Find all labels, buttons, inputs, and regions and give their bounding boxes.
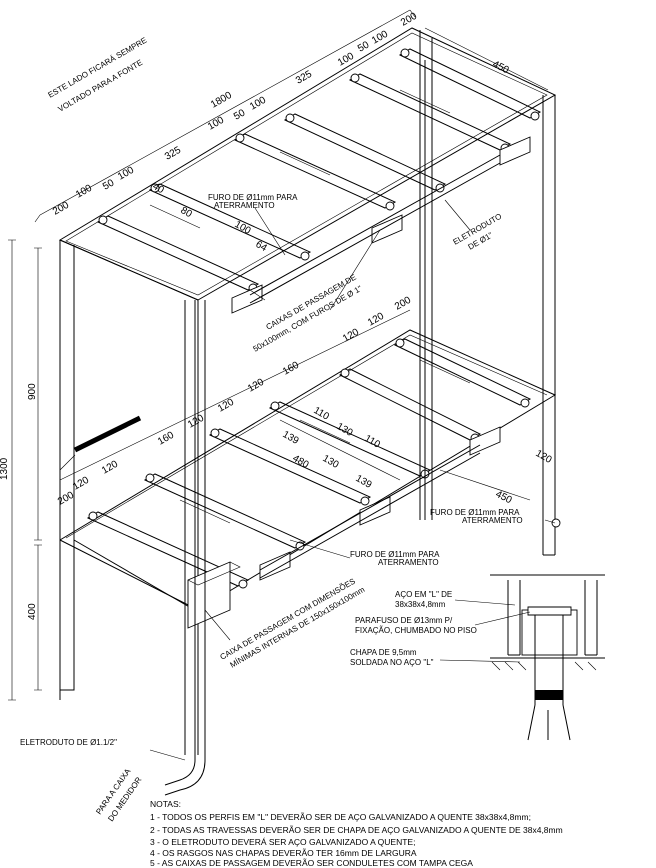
main-box-label-1: CAIXA DE PASSAGEM COM DIMENSÕES (219, 577, 357, 662)
dim-100: 100 (233, 219, 253, 237)
notes-title: NOTAS: (150, 799, 181, 809)
hole-low-label-1: FURO DE Ø11mm PARA (350, 550, 440, 559)
dim-110: 110 (312, 405, 332, 423)
dim-120: 120 (246, 377, 266, 395)
dim-100: 100 (116, 165, 136, 183)
dim-200: 200 (56, 490, 76, 508)
dim-80: 80 (179, 205, 195, 220)
dim-450: 450 (491, 59, 511, 77)
detail-plate-label-1: CHAPA DE 9,5mm (350, 648, 417, 657)
dim-1300: 1300 (0, 457, 10, 480)
dim-160: 160 (281, 360, 301, 378)
dim-100: 100 (370, 29, 390, 47)
dim-120: 120 (216, 397, 236, 415)
note-1: 1 - TODOS OS PERFIS EM "L" DEVERÃO SER D… (150, 812, 531, 822)
dim-100: 100 (248, 95, 268, 113)
dim-200: 200 (393, 295, 413, 313)
detail-angle-label-2: 38x38x4,8mm (395, 600, 446, 609)
conduits (164, 60, 561, 796)
dim-120: 120 (100, 459, 120, 477)
dimension-lines (8, 9, 549, 701)
annotation-labels: ESTE LADO FICARÁ SEMPRE VOLTADO PARA A F… (20, 36, 523, 823)
hole-right-label-2: ATERRAMENTO (462, 516, 523, 525)
note-3: 3 - O ELETRODUTO DEVERÁ SER AÇO GALVANIZ… (150, 837, 415, 847)
dim-40: 40 (151, 181, 167, 196)
conduit-main-label: ELETRODUTO DE Ø1.1/2" (20, 738, 117, 747)
leader-lines (149, 199, 556, 761)
dim-120: 120 (534, 448, 554, 466)
detail-plate-label-2: SOLDADA NO AÇO "L" (350, 658, 434, 667)
dim-50: 50 (356, 39, 372, 54)
note-2: 2 - TODAS AS TRAVESSAS DEVERÃO SER DE CH… (150, 825, 563, 835)
dim-900: 900 (27, 383, 38, 400)
main-box-label-2: MÍNIMAS INTERNAS DE 150x150x100mm (229, 585, 367, 670)
dim-200: 200 (399, 11, 419, 29)
dim-450: 450 (494, 489, 514, 507)
dim-139: 139 (354, 473, 374, 491)
dim-50: 50 (101, 177, 117, 192)
detail-angle-label-1: AÇO EM "L" DE (395, 590, 452, 599)
dim-100: 100 (336, 51, 356, 69)
anchor-detail (490, 574, 605, 741)
dim-50: 50 (232, 107, 248, 122)
dim-1800: 1800 (209, 90, 234, 111)
notes-block: NOTAS: 1 - TODOS OS PERFIS EM "L" DEVERÃ… (150, 799, 563, 868)
dim-110: 110 (363, 433, 383, 451)
frame-structure (58, 27, 557, 755)
dim-100: 100 (74, 183, 94, 201)
dim-130: 130 (335, 421, 355, 439)
hole-right-label-1: FURO DE Ø11mm PARA (430, 508, 520, 517)
dim-120: 120 (186, 413, 206, 431)
dim-120: 120 (366, 311, 386, 329)
hole-top-label-2: ATERRAMENTO (214, 201, 275, 210)
dim-130: 130 (321, 453, 341, 471)
note-5: 5 - AS CAIXAS DE PASSAGEM DEVERÃO SER CO… (150, 858, 473, 868)
dim-100: 100 (206, 115, 226, 133)
dim-64: 64 (254, 239, 270, 254)
dim-325: 325 (163, 145, 183, 163)
cable-bundle (59, 415, 142, 471)
dim-139: 139 (281, 429, 301, 447)
note-4: 4 - OS RASGOS NAS CHAPAS DEVERÃO TER 16m… (150, 848, 417, 858)
dim-325: 325 (294, 69, 314, 87)
detail-bolt-label-1: PARAFUSO DE Ø13mm P/ (355, 616, 453, 625)
dim-200: 200 (51, 200, 71, 218)
hole-low-label-2: ATERRAMENTO (378, 558, 439, 567)
junction-boxes (187, 136, 531, 629)
dimension-labels: 200 100 50 100 450 325 1800 100 50 100 3… (0, 11, 554, 620)
detail-bolt-label-2: FIXAÇÃO, CHUMBADO NO PISO (355, 626, 477, 635)
hole-top-label-1: FURO DE Ø11mm PARA (208, 193, 298, 202)
dim-400: 400 (27, 603, 38, 620)
dim-120: 120 (341, 327, 361, 345)
